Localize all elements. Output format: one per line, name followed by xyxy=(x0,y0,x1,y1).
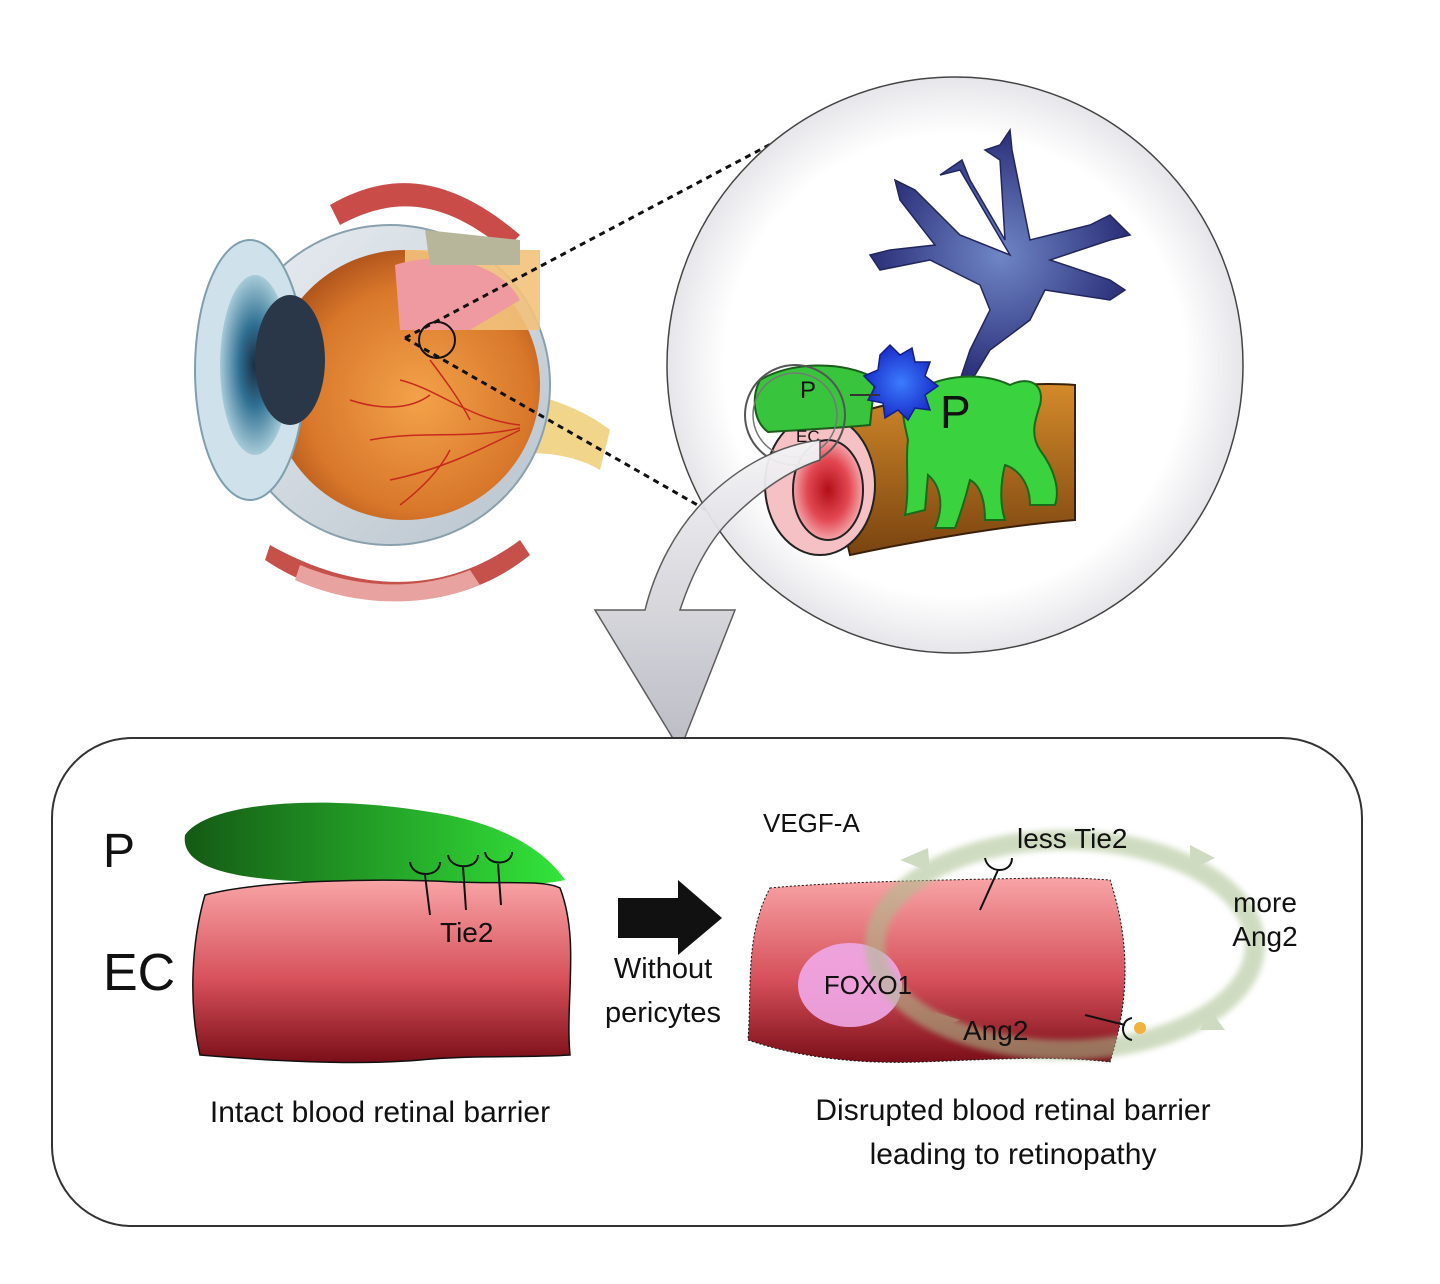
neuron-cell xyxy=(868,127,1132,382)
tie2-label: Tie2 xyxy=(440,917,493,948)
arrow-label-line2: pericytes xyxy=(605,997,721,1029)
without-pericytes-arrow xyxy=(618,880,722,955)
retinal-vessels xyxy=(349,359,521,506)
row-label-ec: EC xyxy=(103,944,175,1002)
junction-cell xyxy=(862,343,940,422)
transition-arrow xyxy=(593,439,821,752)
zoom-circle: P EC P xyxy=(666,76,1244,654)
feedback-loop xyxy=(865,830,1265,1060)
foxo1-label: FOXO1 xyxy=(824,970,912,1000)
caption-disrupted-line2: leading to retinopathy xyxy=(870,1138,1157,1171)
row-label-p: P xyxy=(103,825,135,878)
eye-muscle-lower xyxy=(295,565,480,602)
less-tie2-label: less Tie2 xyxy=(1017,823,1128,854)
zoom-line-top xyxy=(404,116,821,340)
more-label-line1: more xyxy=(1233,887,1297,918)
ang2-ligand xyxy=(1084,1014,1146,1041)
pericyte-small-label: P xyxy=(800,377,816,404)
caption-intact: Intact blood retinal barrier xyxy=(210,1096,550,1129)
arrow-label-line1: Without xyxy=(614,953,712,985)
tie2-receptor-reduced xyxy=(979,857,1013,911)
pericyte-large-label: P xyxy=(940,386,971,438)
ang2-label: Ang2 xyxy=(963,1015,1028,1046)
vegf-label: VEGF-A xyxy=(763,808,860,838)
zoom-line-bottom xyxy=(404,336,716,517)
eye-illustration xyxy=(194,116,821,602)
eye-cutaway-layer xyxy=(395,258,520,330)
eye-muscle-top xyxy=(330,183,520,250)
pericyte-large xyxy=(901,375,1058,529)
lens xyxy=(255,295,325,425)
tie2-receptors xyxy=(409,851,513,916)
endothelial-block-intact xyxy=(192,879,572,1064)
caption-disrupted-line1: Disrupted blood retinal barrier xyxy=(815,1094,1210,1127)
eye-cutaway-dark xyxy=(425,230,520,265)
more-label-line2: Ang2 xyxy=(1232,921,1297,952)
